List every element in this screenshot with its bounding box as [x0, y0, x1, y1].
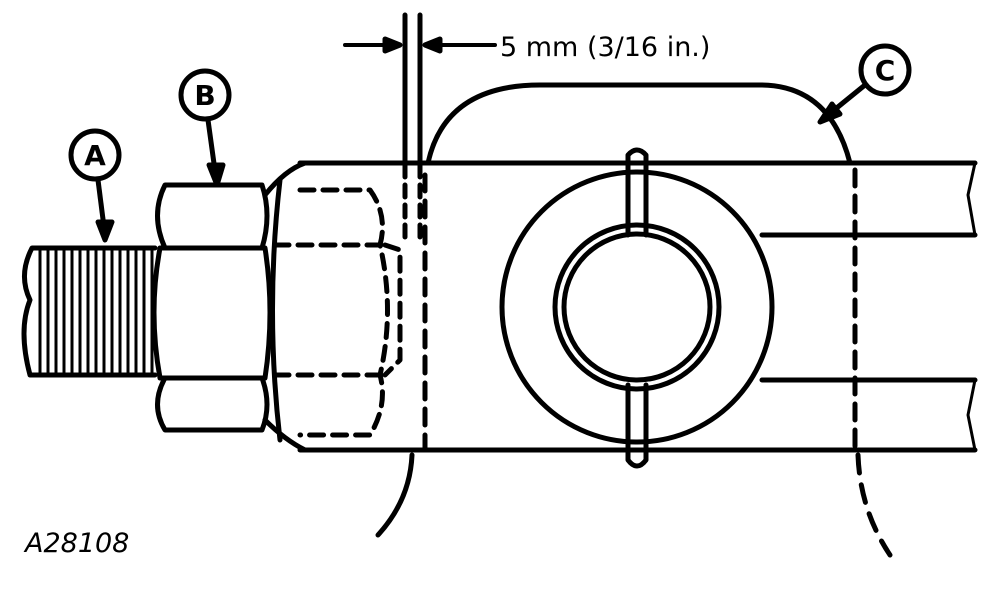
dimension-marker — [343, 12, 497, 248]
clevis-yoke — [272, 160, 978, 453]
pin-and-washer — [499, 147, 775, 469]
hex-nut — [151, 160, 308, 453]
dimension-label: 5 mm (3/16 in.) — [500, 32, 710, 63]
callout-c: C — [817, 43, 912, 125]
callout-b-label: B — [194, 79, 215, 112]
lower-left-curve — [375, 452, 415, 538]
figure-id: A28108 — [23, 528, 129, 559]
threaded-rod — [21, 245, 158, 378]
callout-c-label: C — [875, 54, 896, 87]
callout-b: B — [178, 68, 232, 188]
lower-right-curve — [855, 452, 893, 558]
callout-a-label: A — [84, 139, 106, 172]
callout-a: A — [68, 128, 122, 243]
